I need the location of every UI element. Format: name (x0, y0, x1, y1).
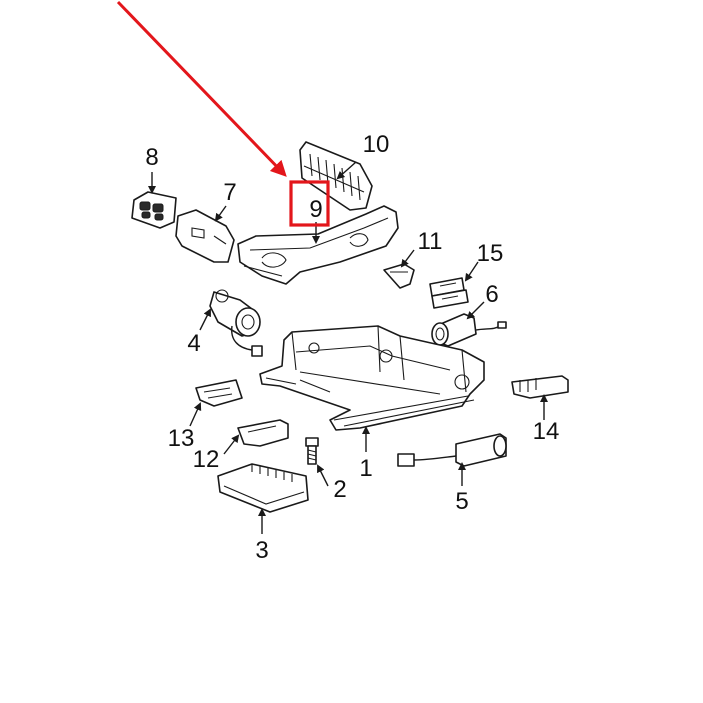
part-1-seat-track[interactable] (259, 325, 485, 431)
part-9-cushion-frame[interactable] (237, 205, 399, 285)
red-pointer-arrow (116, 0, 287, 177)
leader-lines (148, 161, 548, 534)
callout-14[interactable]: 14 (533, 418, 560, 445)
part-14-trim[interactable] (511, 375, 569, 399)
callout-11[interactable]: 11 (418, 228, 443, 255)
part-8-switch[interactable] (131, 191, 177, 229)
part-15-bracket[interactable] (429, 277, 469, 309)
callout-2[interactable]: 2 (333, 476, 346, 503)
part-2-bolt[interactable] (305, 437, 319, 465)
part-13-bracket[interactable] (195, 379, 243, 407)
callout-1[interactable]: 1 (359, 455, 372, 482)
callout-9[interactable]: 9 (309, 196, 322, 223)
callout-15[interactable]: 15 (477, 240, 504, 267)
callout-labels: 8 7 10 11 15 6 4 13 12 14 1 2 5 3 9 (145, 131, 559, 564)
part-4-motor[interactable] (209, 289, 263, 357)
callout-8[interactable]: 8 (145, 144, 158, 171)
highlight-box-9 (289, 180, 330, 227)
part-11-trim[interactable] (383, 263, 415, 289)
callout-6[interactable]: 6 (485, 281, 498, 308)
part-6-motor[interactable] (431, 313, 507, 347)
callout-12[interactable]: 12 (193, 446, 220, 473)
callout-7[interactable]: 7 (223, 179, 236, 206)
callout-3[interactable]: 3 (255, 537, 268, 564)
callout-10[interactable]: 10 (363, 131, 390, 158)
callout-5[interactable]: 5 (455, 488, 468, 515)
callout-4[interactable]: 4 (187, 330, 200, 357)
part-5-motor[interactable] (397, 433, 507, 467)
part-3-control-module[interactable] (217, 463, 309, 513)
part-7-side-cover[interactable] (175, 209, 235, 263)
part-12-bracket[interactable] (237, 419, 289, 447)
callout-13[interactable]: 13 (168, 425, 195, 452)
